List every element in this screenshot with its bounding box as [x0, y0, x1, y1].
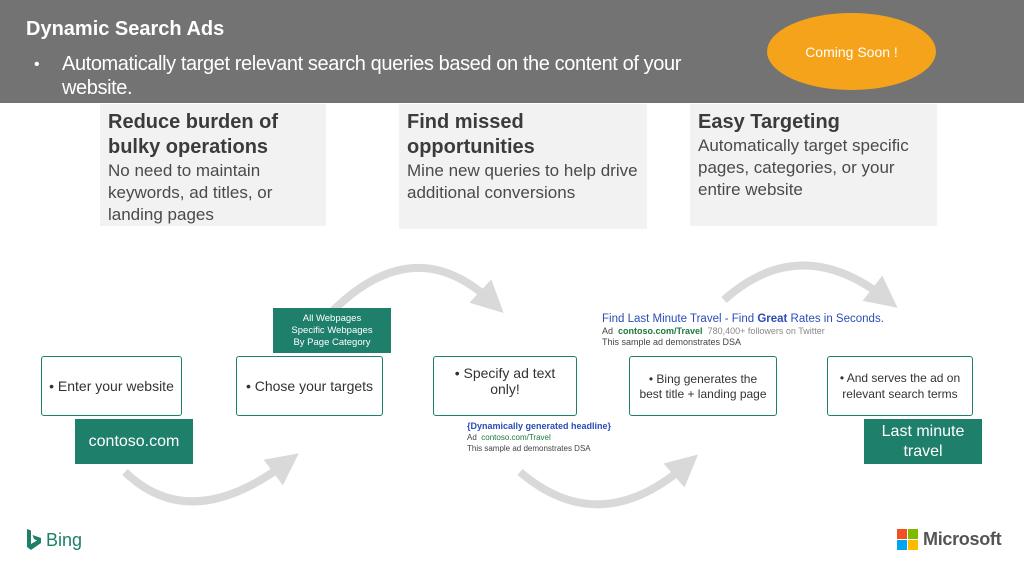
- arrow-bottom-left: [122, 453, 299, 506]
- sample-ad-template: {Dynamically generated headline} Ad cont…: [467, 421, 667, 453]
- step-specify-ad-text: • Specify ad text only!: [433, 356, 577, 416]
- ad-url-line: Ad contoso.com/Travel 780,400+ followers…: [602, 326, 825, 336]
- page-title: Dynamic Search Ads: [26, 18, 225, 40]
- card-text: Mine new queries to help drive additiona…: [407, 161, 638, 202]
- step-enter-website: • Enter your website: [41, 356, 182, 416]
- search-term-callout: Last minute travel: [864, 419, 982, 464]
- benefit-card-reduce-burden: Reduce burden of bulky operations No nee…: [100, 104, 326, 226]
- arrow-top-right: [721, 261, 898, 308]
- sample-ad-result: Find Last Minute Travel - Find Great Rat…: [602, 313, 902, 347]
- card-title: Easy Targeting: [698, 111, 840, 133]
- bullet-dot: •: [34, 56, 40, 73]
- ad-headline: Find Last Minute Travel - Find Great Rat…: [602, 313, 884, 325]
- step-chose-targets: • Chose your targets: [236, 356, 383, 416]
- benefit-card-missed-opportunities: Find missed opportunities Mine new queri…: [399, 104, 647, 229]
- ad-headline: {Dynamically generated headline}: [467, 421, 612, 431]
- bing-icon: [27, 529, 41, 550]
- target-option: All Webpages: [302, 312, 362, 324]
- card-title: Find missed opportunities: [407, 111, 535, 158]
- step-serves-ad: • And serves the ad on relevant search t…: [827, 356, 973, 416]
- arrow-bottom-right: [517, 454, 699, 509]
- card-text: Automatically target specific pages, cat…: [698, 136, 909, 199]
- bing-logo: Bing: [26, 529, 82, 551]
- benefit-card-easy-targeting: Easy Targeting Automatically target spec…: [690, 104, 937, 226]
- microsoft-wordmark: Microsoft: [923, 529, 1002, 549]
- step-bing-generates: • Bing generates the best title + landin…: [629, 356, 777, 416]
- target-option: By Page Category: [293, 336, 371, 348]
- microsoft-icon: [897, 529, 918, 550]
- microsoft-logo: Microsoft: [897, 529, 1002, 550]
- coming-soon-badge: Coming Soon !: [767, 13, 936, 90]
- ad-description: This sample ad demonstrates DSA: [602, 337, 742, 347]
- card-text: No need to maintain keywords, ad titles,…: [108, 161, 273, 224]
- targets-callout: All Webpages Specific Webpages By Page C…: [273, 308, 391, 353]
- target-option: Specific Webpages: [291, 324, 373, 336]
- website-url-callout: contoso.com: [75, 419, 193, 464]
- ad-url-line: Ad contoso.com/Travel: [467, 433, 551, 442]
- page-subtitle: Automatically target relevant search que…: [62, 53, 681, 99]
- bing-wordmark: Bing: [46, 529, 83, 550]
- card-title: Reduce burden of bulky operations: [108, 111, 279, 158]
- ad-description: This sample ad demonstrates DSA: [467, 444, 591, 453]
